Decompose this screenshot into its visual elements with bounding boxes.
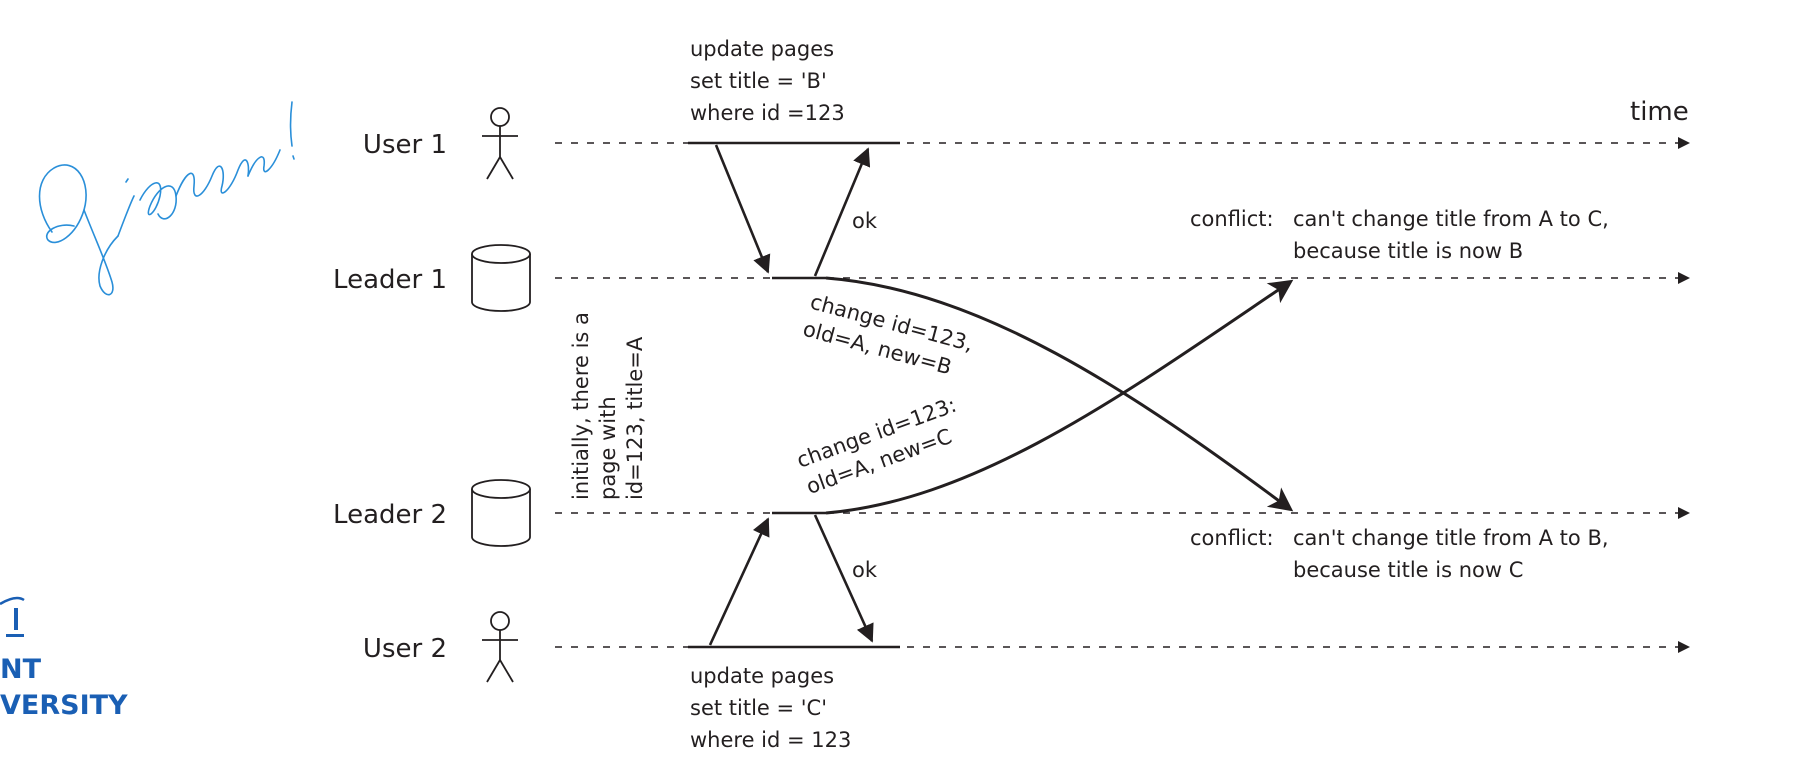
user-1-write-arrow [714, 144, 771, 274]
user-1-label: User 1 [363, 130, 447, 160]
user-2-write-arrow [708, 517, 770, 646]
leader-1-ok-arrow [813, 147, 871, 277]
timeline-arrowhead [1678, 137, 1690, 149]
timeline-arrowhead [1678, 641, 1690, 653]
timelines [555, 142, 1678, 648]
user-2-label: User 2 [363, 634, 447, 664]
logo-bar [14, 608, 18, 630]
user-1-query-line-1: update pages [690, 37, 834, 61]
replication-arrow-leader-1-to-leader-2 [825, 276, 1294, 512]
conflict-note-leader-2: conflict: can't change title from A to B… [1190, 526, 1609, 582]
conflict-leader-1-line-2: because title is now B [1293, 239, 1523, 263]
time-label: time [1630, 97, 1689, 127]
timeline-arrowheads [1678, 137, 1690, 653]
ok-label-leader-2: ok [852, 558, 878, 582]
user-1-person-icon [482, 107, 518, 180]
user-2-person-icon [482, 611, 518, 683]
conflict-leader-2-line-1: can't change title from A to B, [1293, 526, 1609, 550]
initial-note-line-1: initially, there is a [569, 312, 593, 500]
university-logo: NT VERSITY [0, 596, 128, 721]
logo-arc [0, 596, 25, 606]
conflict-leader-1-prefix: conflict: [1190, 207, 1274, 231]
user-2-query-line-1: update pages [690, 664, 834, 688]
replication-arrow-leader-2-to-leader-1 [825, 279, 1294, 515]
leader-2-ok-arrow [813, 514, 874, 643]
logo-underline [6, 634, 24, 637]
leader-1-label: Leader 1 [333, 265, 447, 295]
timeline-arrowhead [1678, 507, 1690, 519]
conflict-leader-1-line-1: can't change title from A to C, [1293, 207, 1609, 231]
handwritten-annotation [38, 101, 295, 296]
logo-line-2: VERSITY [0, 690, 128, 721]
logo-line-1: NT [0, 654, 42, 685]
user-1-query-line-2: set title = 'B' [690, 69, 827, 93]
conflict-leader-2-prefix: conflict: [1190, 526, 1274, 550]
change-label-leader-1: change id=123, old=A, new=B [800, 290, 975, 380]
leader-2-label: Leader 2 [333, 500, 447, 530]
initial-state-note: initially, there is a page with id=123, … [569, 312, 647, 500]
user-2-query-line-3: where id = 123 [690, 728, 851, 752]
initial-note-line-2: page with [596, 396, 620, 500]
timeline-arrowhead [1678, 272, 1690, 284]
initial-note-line-3: id=123, title=A [623, 336, 647, 500]
conflict-leader-2-line-2: because title is now C [1293, 558, 1523, 582]
leader-2-database-icon [471, 479, 531, 547]
user-2-query-line-2: set title = 'C' [690, 696, 827, 720]
change-label-leader-2: change id=123: old=A, new=C [794, 393, 960, 499]
conflict-note-leader-1: conflict: can't change title from A to C… [1190, 207, 1609, 263]
leader-1-database-icon [471, 244, 531, 312]
ok-label-leader-1: ok [852, 209, 878, 233]
user-1-query-line-3: where id =123 [690, 101, 845, 125]
